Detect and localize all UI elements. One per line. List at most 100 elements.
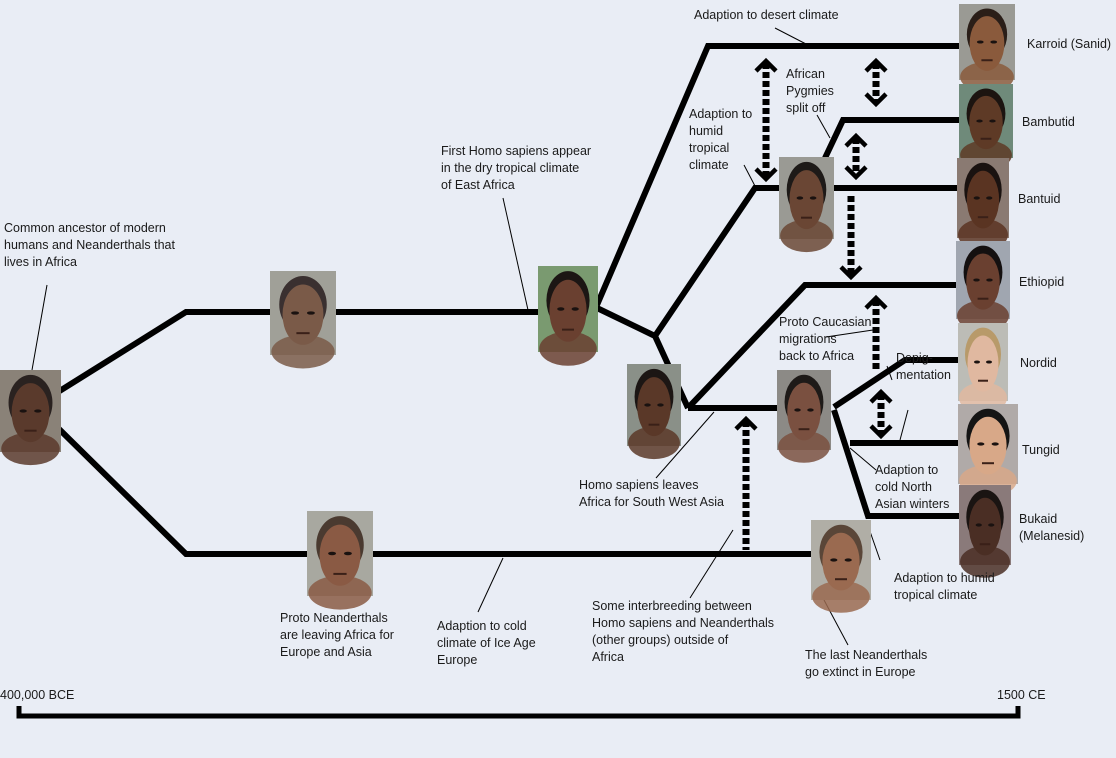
annotation-line: Proto Neanderthals [280, 611, 388, 625]
eye-icon [988, 523, 995, 527]
eye-icon [844, 558, 852, 562]
eye-icon [977, 442, 985, 446]
eye-icon [34, 409, 42, 413]
annotation-line: Asian winters [875, 497, 949, 511]
annotation-line: Europe [437, 653, 477, 667]
branch-bambutid [822, 117, 960, 160]
eye-icon [19, 409, 27, 413]
group-label-tungid: Tungid [1022, 443, 1060, 457]
eye-icon [975, 523, 982, 527]
timeline: 400,000 BCE 1500 CE [0, 688, 1046, 719]
arrow-up-icon [869, 388, 893, 404]
annotation-line: Depig- [896, 351, 933, 365]
portrait-first-homo-sapiens [538, 266, 598, 366]
annotation-depigmentation: Depig-mentation [896, 351, 951, 382]
group-label-ethiopid: Ethiopid [1019, 275, 1064, 289]
migration-arrow [734, 415, 758, 550]
annotation-line: Homo sapiens and Neanderthals [592, 616, 774, 630]
annotation-line: cold North [875, 480, 932, 494]
annotation-line: Proto Caucasian [779, 315, 871, 329]
migration-arrow [864, 294, 888, 372]
face-portraits [0, 4, 1018, 613]
branch-karroid [594, 43, 962, 307]
eye-icon [991, 442, 999, 446]
arrow-down-icon [844, 165, 868, 181]
branch-nordid [832, 357, 960, 410]
annotation-line: humid [689, 124, 723, 138]
portrait-bantuid [957, 158, 1009, 251]
annotation-line: First Homo sapiens appear [441, 144, 591, 158]
eye-icon [976, 40, 984, 44]
group-label-karroid: Karroid (Sanid) [1027, 37, 1111, 51]
timeline-axis [16, 706, 1021, 719]
portrait-nordid [958, 323, 1008, 414]
annotation-line: go extinct in Europe [805, 665, 916, 679]
eye-icon [974, 360, 980, 364]
annotation-line: climate of Ice Age [437, 636, 536, 650]
leader-lines [31, 27, 909, 646]
portrait-ethiopid [956, 241, 1010, 332]
branch-neanderthals [55, 425, 815, 557]
migration-arrow [754, 57, 778, 183]
branches [55, 43, 962, 557]
portrait-bukaid [959, 485, 1011, 578]
arrow-up-icon [734, 415, 758, 431]
branch-ethiopid [685, 282, 958, 411]
portrait-eurasian-ancestor [777, 370, 831, 463]
migration-arrow [839, 196, 863, 281]
group-label-bukaid: Bukaid [1019, 512, 1057, 526]
eye-icon [644, 403, 651, 407]
eye-icon [557, 307, 565, 311]
annotation-line: Adaption to humid [894, 571, 995, 585]
eye-icon [657, 403, 664, 407]
annotation-line: tropical climate [894, 588, 977, 602]
arrow-down-icon [754, 167, 778, 183]
group-label-bantuid: Bantuid [1018, 192, 1060, 206]
eye-icon [306, 311, 315, 315]
portrait-african-ancestor [779, 157, 834, 253]
eye-icon [796, 196, 804, 200]
branch-modern-humans [56, 309, 545, 395]
annotation-line: split off [786, 101, 826, 115]
eye-icon [989, 119, 996, 123]
eye-icon [830, 558, 838, 562]
eye-icon [973, 278, 980, 282]
arrow-down-icon [864, 92, 888, 108]
eye-icon [986, 360, 992, 364]
annotation-line: (other groups) outside of [592, 633, 729, 647]
annotation-line: mentation [896, 368, 951, 382]
annotation-line: lives in Africa [4, 255, 77, 269]
eye-icon [794, 408, 801, 412]
portrait-karroid [959, 4, 1015, 93]
portrait-early-human [270, 271, 336, 369]
annotation-line: Adaption to [875, 463, 938, 477]
annotation-line: humans and Neanderthals that [4, 238, 175, 252]
portrait-bambutid [959, 84, 1013, 170]
group-label-nordid: Nordid [1020, 356, 1057, 370]
migration-arrow [864, 57, 888, 108]
arrow-up-icon [844, 132, 868, 148]
annotation-desert-adaption: Adaption to desert climate [694, 8, 839, 22]
eye-icon [807, 408, 814, 412]
annotation-line: Europe and Asia [280, 645, 372, 659]
portrait-tungid [958, 404, 1018, 497]
annotation-neanderthals-extinct: The last Neanderthals go extinct in Europ… [805, 648, 927, 679]
arrow-up-icon [754, 57, 778, 73]
eye-icon [291, 311, 300, 315]
arrow-up-icon [864, 294, 888, 310]
annotation-first-homo-sapiens: First Homo sapiens appear in the dry trop… [441, 144, 591, 192]
eye-icon [990, 40, 998, 44]
eye-icon [976, 119, 983, 123]
annotation-line: in the dry tropical climate [441, 161, 579, 175]
eye-icon [986, 196, 993, 200]
timeline-end-label: 1500 CE [997, 688, 1046, 702]
migration-arrow [869, 388, 893, 440]
annotation-line: migrations [779, 332, 837, 346]
annotation-line: The last Neanderthals [805, 648, 927, 662]
